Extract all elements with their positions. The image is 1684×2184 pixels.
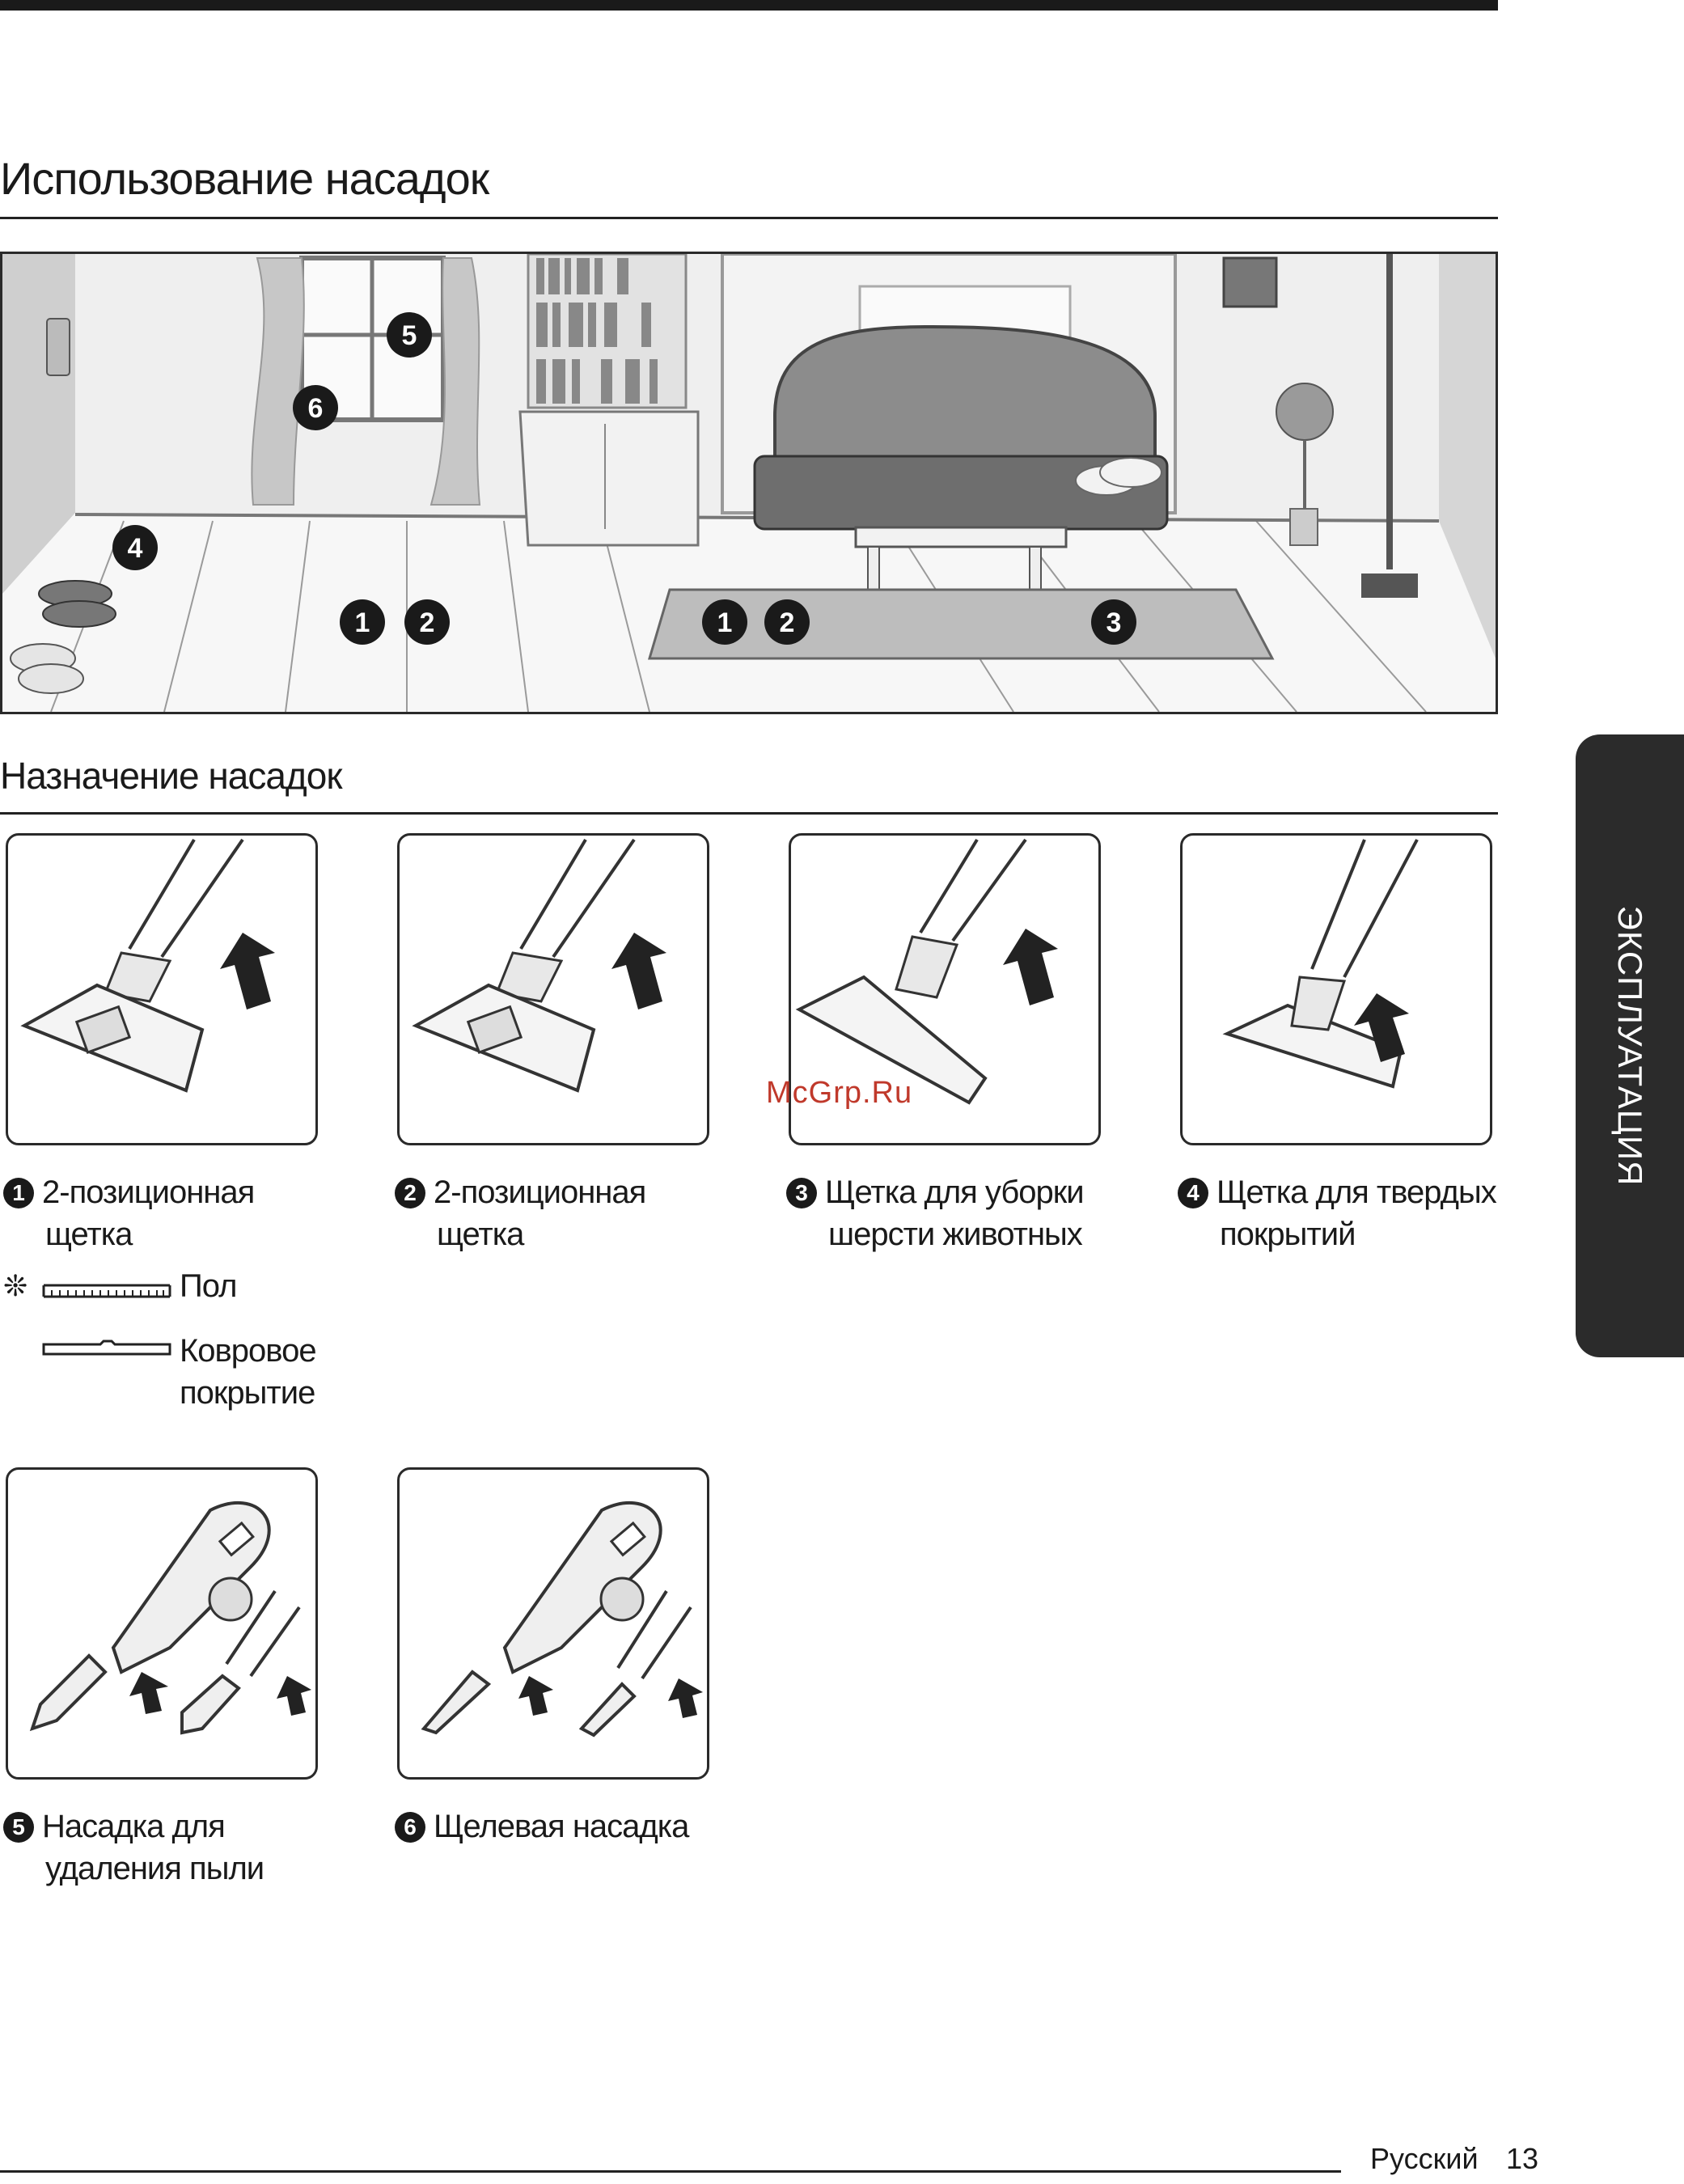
attachment-card-2 (397, 833, 709, 1145)
number-badge: 3 (786, 1178, 817, 1208)
floor-brush-icon (42, 1280, 173, 1300)
carpet-brush-icon (42, 1340, 173, 1357)
attachment-card-5 (6, 1467, 318, 1780)
svg-text:2: 2 (780, 607, 795, 638)
title-underline (0, 217, 1498, 219)
svg-text:1: 1 (717, 607, 733, 638)
section-underline (0, 812, 1498, 815)
svg-text:1: 1 (355, 607, 370, 638)
note-symbol: ❊ (3, 1265, 27, 1307)
scene-badge-2b: 2 (764, 599, 810, 645)
number-badge: 1 (3, 1178, 34, 1208)
scene-badge-6: 6 (293, 385, 338, 430)
number-badge: 4 (1178, 1178, 1208, 1208)
page-number: 13 (1506, 2142, 1538, 2176)
attachment-card-1 (6, 833, 318, 1145)
side-tab-label: ЭКСПЛУАТАЦИЯ (1610, 906, 1649, 1187)
number-badge: 5 (3, 1812, 34, 1843)
svg-text:4: 4 (128, 533, 143, 564)
svg-text:3: 3 (1106, 607, 1122, 638)
number-badge: 6 (395, 1812, 425, 1843)
side-tab: ЭКСПЛУАТАЦИЯ (1576, 734, 1684, 1357)
section-title: Назначение насадок (0, 754, 341, 798)
attachment-card-6 (397, 1467, 709, 1780)
scene-badge-1b: 1 (702, 599, 747, 645)
scene-badge-5: 5 (387, 312, 432, 358)
svg-text:5: 5 (402, 320, 417, 351)
watermark: McGrp.Ru (766, 1076, 912, 1111)
attachment-card-4 (1180, 833, 1492, 1145)
room-illustration: 1 2 1 2 3 4 5 6 (0, 252, 1498, 714)
floor-label: Пол (180, 1265, 236, 1307)
top-rule (0, 0, 1498, 11)
scene-badge-4: 4 (112, 525, 158, 570)
number-badge: 2 (395, 1178, 425, 1208)
scene-badge-3: 3 (1091, 599, 1136, 645)
footer-language: Русский (1370, 2142, 1479, 2176)
page-title: Использование насадок (0, 152, 489, 205)
footer-rule (0, 2170, 1341, 2173)
svg-text:6: 6 (308, 393, 324, 424)
svg-text:2: 2 (420, 607, 435, 638)
scene-badge-1a: 1 (340, 599, 385, 645)
scene-badge-2a: 2 (404, 599, 450, 645)
carpet-label: Ковровое покрытие (180, 1330, 316, 1414)
